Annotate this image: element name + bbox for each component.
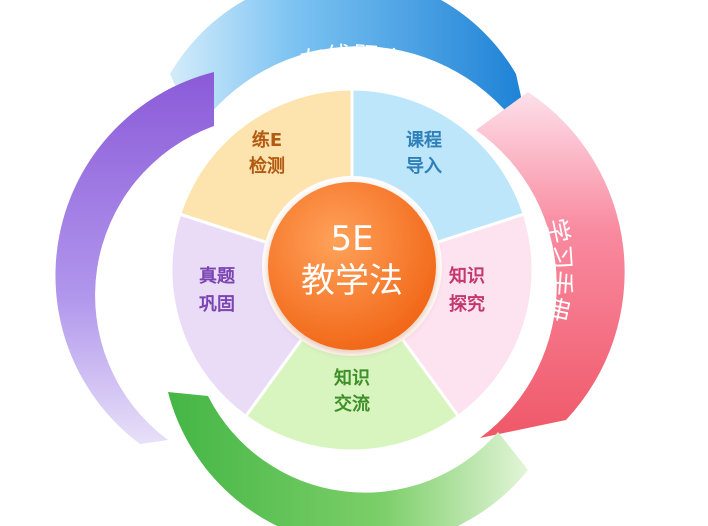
ring-arc-xuexi <box>476 92 625 438</box>
svg-text:探究: 探究 <box>449 293 485 315</box>
svg-text:真题: 真题 <box>199 265 236 287</box>
svg-text:交流: 交流 <box>334 393 370 415</box>
segment-label-zhenti: 真题 巩固 <box>199 265 236 315</box>
ring-arc-zaixian <box>170 0 524 132</box>
svg-text:巩固: 巩固 <box>199 294 235 315</box>
segment-label-liane: 练E 检测 <box>249 129 285 177</box>
segment-label-zhishi-tanjiu: 知识 探究 <box>449 265 485 315</box>
ring-arc-quantian <box>55 72 215 444</box>
svg-text:练E: 练E <box>252 129 282 151</box>
segment-label-zhishi-jiaoliu: 知识 交流 <box>334 367 370 415</box>
core-title-line1: 5E <box>330 219 373 259</box>
segment-zhishi-jiaoliu <box>243 267 461 453</box>
svg-text:检测: 检测 <box>249 155 285 177</box>
segment-label-kecheng: 课程 导入 <box>406 130 442 177</box>
ring-arc-zuoye <box>168 392 528 526</box>
svg-text:导入: 导入 <box>406 156 442 177</box>
svg-text:知识: 知识 <box>334 367 370 389</box>
core-title-line2: 教学法 <box>301 261 403 301</box>
svg-text:课程: 课程 <box>406 130 442 151</box>
outer-ring <box>55 0 625 526</box>
svg-text:知识: 知识 <box>449 265 485 287</box>
core-circle <box>268 182 436 350</box>
